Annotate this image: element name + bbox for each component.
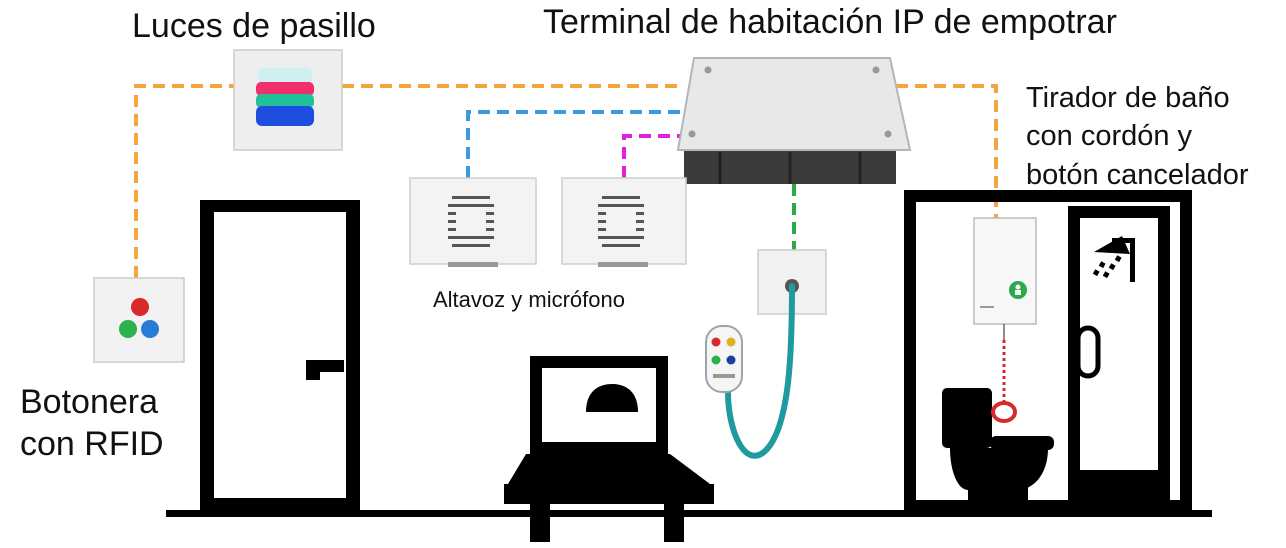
toilet: [942, 388, 1054, 500]
keypad-label-line1: Botonera: [20, 383, 158, 421]
pillow-pendant: [705, 325, 743, 393]
speaker-panel: [409, 177, 537, 267]
floor-line: [166, 510, 1212, 517]
blue-cable: [466, 110, 680, 178]
rfid-keypad: [93, 277, 185, 363]
orange-cable-left: [134, 84, 680, 278]
keypad-label-line2: con RFID: [20, 425, 164, 463]
bath-pull-label-line2: con cordón y: [1026, 120, 1193, 152]
magenta-cable: [622, 134, 680, 178]
bed: [504, 356, 714, 542]
room-door: [200, 200, 360, 512]
pull-ring-icon: [991, 401, 1017, 423]
green-button: [119, 320, 137, 338]
shower-icon: [1092, 236, 1130, 279]
speaker-mic-label: Altavoz y micrófono: [433, 287, 625, 312]
room-terminal-label: Terminal de habitación IP de empotrar: [543, 3, 1117, 41]
red-button: [131, 298, 149, 316]
bathroom: [904, 190, 1192, 512]
orange-cable-right: [896, 84, 998, 218]
bath-pull-label-line1: Tirador de baño: [1026, 82, 1230, 114]
room-terminal-box: [676, 57, 912, 184]
bath-pull-unit: [973, 217, 1037, 423]
shower-cabin: [1068, 206, 1170, 500]
bath-pull-label-line3: botón cancelador: [1026, 159, 1249, 191]
door-grip: [1075, 325, 1101, 379]
hallway-light: [233, 49, 343, 151]
blue-button: [141, 320, 159, 338]
pendant-cord: [725, 283, 795, 459]
hallway-lights-label: Luces de pasillo: [132, 7, 376, 45]
microphone-panel: [561, 177, 687, 267]
